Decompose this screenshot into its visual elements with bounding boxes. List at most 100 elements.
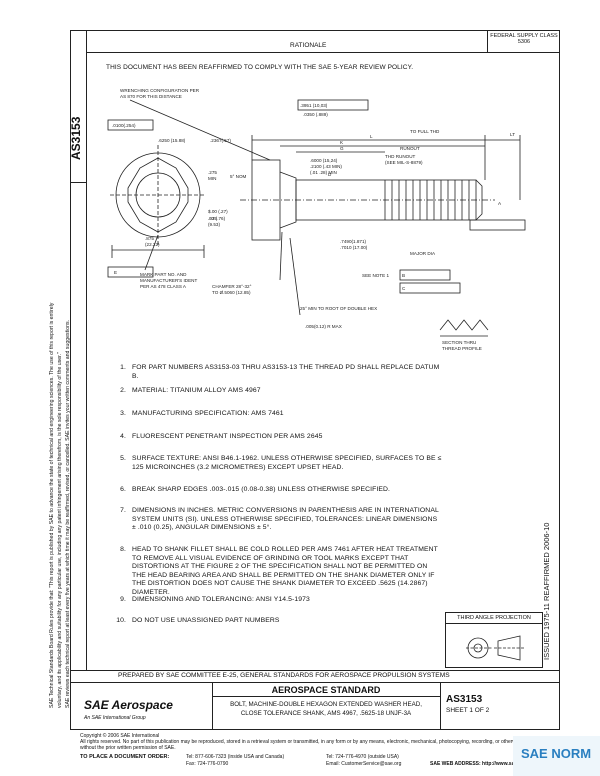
disclaimer-line-2: voluntary, and its applicability and sui… [57, 352, 63, 708]
note-number: 3. [120, 410, 126, 417]
note-text: MATERIAL: TITANIUM ALLOY AMS 4967 [132, 387, 261, 394]
drawing-label: .275 [208, 170, 217, 175]
watermark: SAE NORM [513, 736, 600, 776]
note-text: FOR PART NUMBERS AS3153-03 THRU AS3153-1… [132, 364, 440, 380]
drawing-label: MAJOR DIA [410, 251, 436, 256]
drawing-label: TO FULL THD [410, 129, 440, 134]
watermark-text: SAE NORM [521, 746, 592, 761]
note-number: 2. [120, 387, 126, 394]
note-text: DIMENSIONING AND TOLERANCING: ANSI Y14.5… [132, 596, 310, 603]
note-text: HEAD TO SHANK FILLET SHALL BE COLD ROLLE… [132, 546, 438, 596]
drawing-label: (SEE MIL-S-8879) [385, 160, 423, 165]
drawing-label: (9.53) [208, 222, 220, 227]
order-fax: Fax: 724-776-0790 [186, 761, 229, 767]
drawing-label: .03 (.76) [208, 216, 226, 221]
note-text: FLUORESCENT PENETRANT INSPECTION PER AMS… [132, 433, 323, 440]
sidebar-doc-number: AS3153 [69, 116, 83, 160]
rights-statement: All rights reserved. No part of this pub… [80, 739, 524, 751]
thread-profile-section [439, 319, 489, 331]
drawing-label: G [340, 146, 344, 151]
drawing-label: CHAMFER 28°-32° [212, 284, 252, 289]
sae-web-address[interactable]: SAE WEB ADDRESS: http://www.sae.org [430, 761, 527, 767]
note-text: SURFACE TEXTURE: ANSI B46.1-1962. UNLESS… [132, 455, 442, 471]
sidebar-number-divider [70, 182, 86, 183]
rationale-label: RATIONALE [290, 42, 327, 49]
disclaimer-line-3: SAE reviews each technical report at lea… [65, 320, 71, 708]
header-fsc-divider [487, 30, 488, 52]
note-text: BREAK SHARP EDGES .003-.015 (0.08-0.38) … [132, 486, 391, 493]
standard-title: AEROSPACE STANDARD [271, 685, 381, 695]
drawing-label: A [498, 201, 502, 206]
drawing-label: THD RUNOUT [385, 154, 416, 159]
note-text: MANUFACTURING SPECIFICATION: AMS 7461 [132, 410, 284, 417]
note-number: 4. [120, 433, 126, 440]
issue-status: ISSUED 1975-11 REAFFIRMED 2006-10 [542, 522, 551, 660]
note-number: 5. [120, 455, 126, 462]
sidebar-divider [86, 30, 87, 670]
disclaimer-line-1: SAE Technical Standards Board Rules prov… [49, 302, 55, 708]
drawing-label: .7490(1.871) [340, 239, 367, 244]
description-line-1: BOLT, MACHINE-DOUBLE HEXAGON EXTENDED WA… [230, 701, 422, 708]
note-number: 10. [116, 617, 126, 624]
drawing-label: .2367(.57) [210, 138, 231, 143]
title-block-title-line [212, 696, 440, 697]
drawing-label: MANUFACTURER'S IDENT [140, 278, 197, 283]
copyright: Copyright © 2006 SAE International [80, 733, 160, 739]
prepared-by: PREPARED BY SAE COMMITTEE E-25, GENERAL … [118, 672, 450, 679]
note-number: 7. [120, 507, 126, 514]
title-block-number-divider [440, 682, 441, 730]
drawing-label: MIN [208, 176, 216, 181]
drawing-label: B [402, 273, 405, 278]
drawing-label: .6000 (15,24) [310, 158, 338, 163]
third-angle-projection-box: THIRD ANGLE PROJECTION [445, 612, 543, 668]
drawing-label: .3951 (10,03) [300, 103, 328, 108]
drawing-label: 5° NOM [230, 174, 247, 179]
drawing-label: WRENCHING CONFIGURATION PER [120, 88, 200, 93]
order-email: Email: CustomerService@sae.org [326, 761, 402, 767]
order-phone-intl: Tel: 724-776-4970 (outside USA) [326, 754, 399, 760]
drawing-label: .2100 (.43 MIN) [310, 164, 342, 169]
drawing-label: LT [510, 132, 515, 137]
drawing-label: L [370, 134, 373, 139]
drawing-label: RUNOUT [400, 146, 420, 151]
note-number: 8. [120, 546, 126, 553]
order-label: TO PLACE A DOCUMENT ORDER: [80, 754, 170, 760]
note-number: 9. [120, 596, 126, 603]
page-frame [70, 30, 560, 730]
header-bottom-line [86, 52, 560, 53]
drawing-label: .7010 (17.00) [340, 245, 368, 250]
drawing-label: .0350 (.889) [303, 112, 328, 117]
drawing-label: .875 [145, 236, 154, 241]
title-block-mid-line [70, 682, 560, 683]
drawing-label: THREAD PROFILE [442, 346, 482, 351]
drawing-label: AS 870 FOR THIS DISTANCE [120, 94, 182, 99]
drawing-label: (.01 .28) MIN [310, 170, 337, 175]
drawing-label: K [340, 140, 344, 145]
description-line-2: CLOSE TOLERANCE SHANK, AMS 4967, .5625-1… [240, 710, 412, 717]
sheet-number: SHEET 1 OF 2 [446, 707, 490, 714]
title-block-top-line [70, 670, 560, 671]
drawing-label: E [114, 270, 117, 275]
note-number: 6. [120, 486, 126, 493]
drawing-label: .375 [208, 216, 217, 221]
order-phone-usa: Tel: 877-606-7323 (inside USA and Canada… [186, 754, 285, 760]
drawing-label: 25° MIN TO ROOT OF DOUBLE HEX [300, 306, 377, 311]
drawing-label: C [402, 286, 406, 291]
logo-text: SAE Aerospace [84, 698, 173, 712]
drawing-label: (22.22) [145, 242, 160, 247]
title-block-doc-number: AS3153 [446, 694, 483, 705]
drawing-label: $.00 (.27) [208, 209, 228, 214]
sae-aerospace-logo: SAE Aerospace An SAE International Group [84, 696, 208, 721]
note-text: DIMENSIONS IN INCHES. METRIC CONVERSIONS… [132, 507, 439, 531]
note-text: DO NOT USE UNASSIGNED PART NUMBERS [132, 617, 280, 624]
drawing-label: MARK PART NO. AND [140, 272, 187, 277]
drawing-label: .0100(.254) [112, 123, 136, 128]
drawing-label: D [328, 172, 332, 177]
drawing-label: SEE NOTE 1 [362, 273, 390, 278]
drawing-label: .005(0.12) R MAX [305, 324, 342, 329]
drawing-label: SECTION THRU [442, 340, 476, 345]
drawing-label: .6250 (15.88) [158, 138, 186, 143]
bolt-drawing: WRENCHING CONFIGURATION PER AS 870 FOR T… [107, 88, 526, 351]
drawing-label: PER AS 478 CLASS A [140, 284, 187, 289]
federal-supply-class: FEDERAL SUPPLY CLASS 5306 [490, 33, 558, 45]
